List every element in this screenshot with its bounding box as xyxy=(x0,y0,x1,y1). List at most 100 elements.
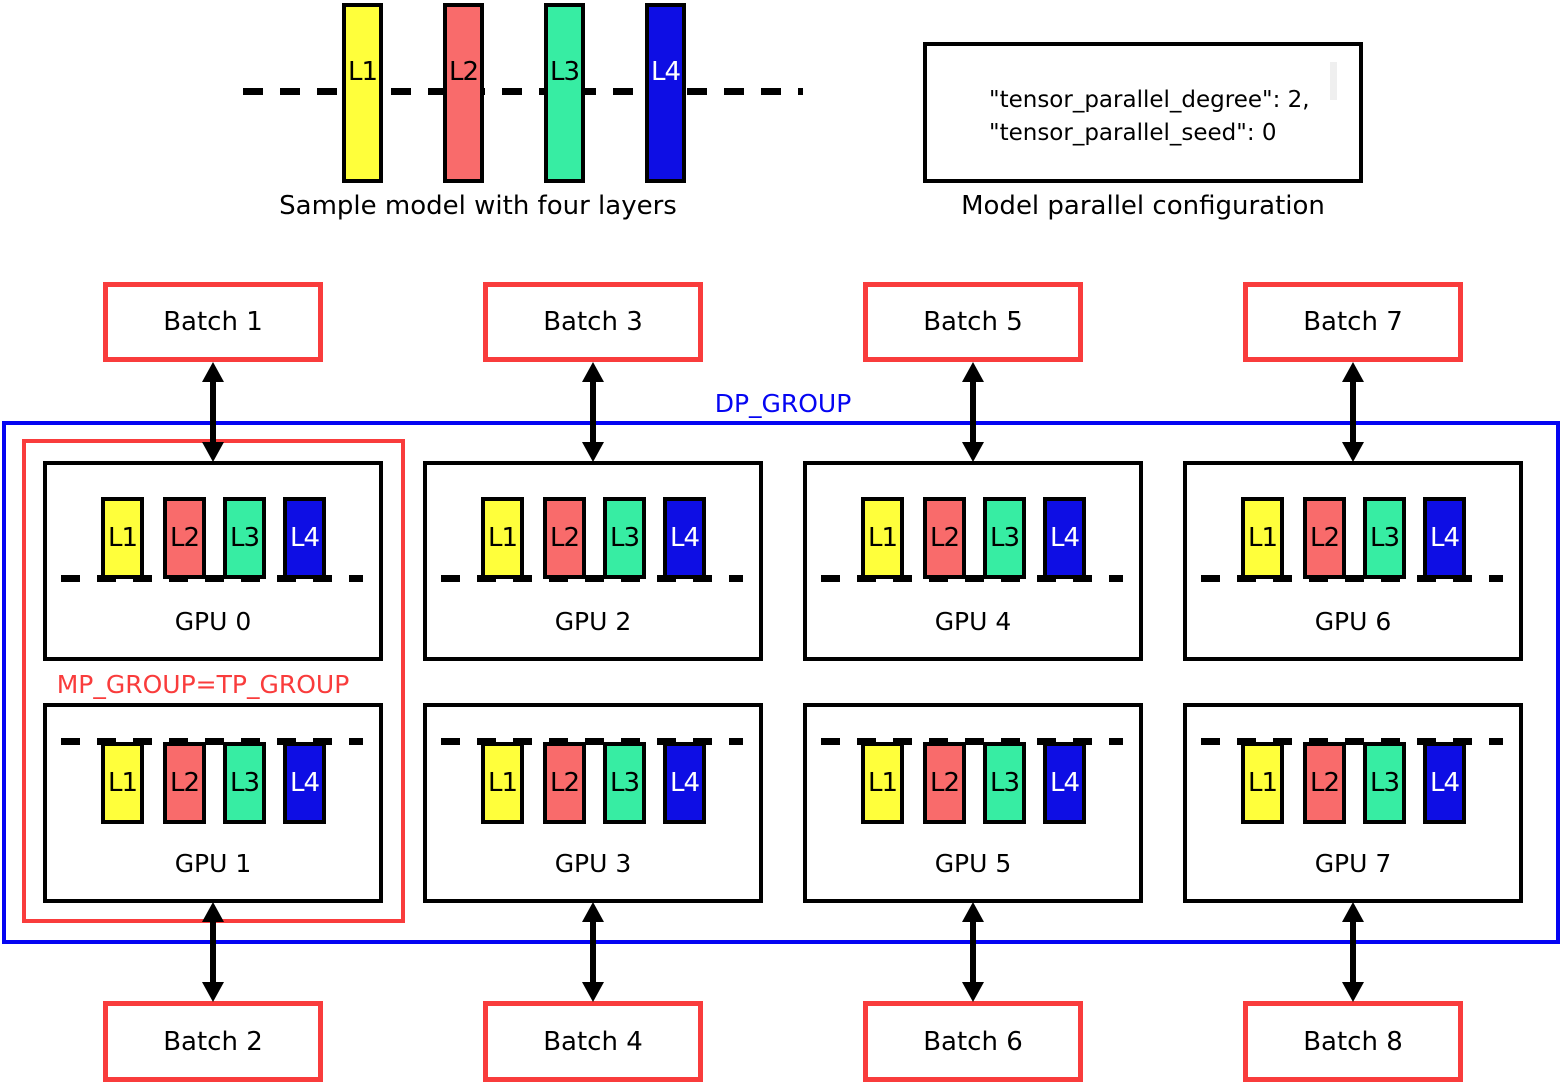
layer-label: L3 xyxy=(1369,523,1400,553)
batch-box: Batch 2 xyxy=(103,1001,323,1082)
sample-model-caption: Sample model with four layers xyxy=(279,191,677,221)
model-split-dashed-line xyxy=(61,575,363,582)
layer-label: L4 xyxy=(650,57,681,87)
layer-label: L4 xyxy=(1049,523,1080,553)
sample-layer-bar: L4 xyxy=(645,3,686,183)
layer-bar: L2 xyxy=(1303,742,1346,824)
arrowhead-down-icon xyxy=(582,442,604,462)
layer-bar: L2 xyxy=(163,497,206,579)
data-transfer-arrow xyxy=(962,902,984,1002)
layer-bar: L4 xyxy=(1423,742,1466,824)
layer-label: L3 xyxy=(989,523,1020,553)
model-split-dashed-line xyxy=(441,738,743,745)
arrow-shaft xyxy=(970,914,976,990)
arrowhead-down-icon xyxy=(962,982,984,1002)
layer-label: L1 xyxy=(107,768,138,798)
layer-label: L2 xyxy=(929,523,960,553)
arrow-shaft xyxy=(1350,374,1356,450)
layer-label: L2 xyxy=(929,768,960,798)
arrowhead-up-icon xyxy=(962,362,984,382)
model-split-dashed-line xyxy=(441,575,743,582)
layer-bar: L2 xyxy=(543,497,586,579)
data-transfer-arrow xyxy=(202,362,224,462)
data-transfer-arrow xyxy=(582,902,604,1002)
batch-label: Batch 8 xyxy=(1303,1026,1403,1057)
config-text: "tensor_parallel_degree": 2, "tensor_para… xyxy=(989,84,1310,150)
gpu-label: GPU 0 xyxy=(174,607,252,636)
batch-label: Batch 3 xyxy=(543,307,643,337)
batch-label: Batch 7 xyxy=(1303,307,1403,337)
layer-bar: L3 xyxy=(603,742,646,824)
batch-box: Batch 6 xyxy=(863,1001,1083,1082)
gpu-box: L1 L2 L3 L4 GPU 5 xyxy=(803,703,1143,903)
layer-label: L3 xyxy=(1369,768,1400,798)
cursor-artifact xyxy=(1330,62,1337,100)
layer-label: L2 xyxy=(169,768,200,798)
layer-label: L3 xyxy=(549,57,580,87)
gpu-box: L1 L2 L3 L4 GPU 2 xyxy=(423,461,763,661)
layer-label: L3 xyxy=(609,523,640,553)
config-box: "tensor_parallel_degree": 2, "tensor_para… xyxy=(923,42,1363,183)
gpu-label: GPU 4 xyxy=(934,607,1012,636)
layer-bar: L3 xyxy=(983,742,1026,824)
batch-label: Batch 6 xyxy=(923,1026,1023,1057)
layer-label: L1 xyxy=(867,768,898,798)
gpu-label: GPU 3 xyxy=(554,849,632,878)
batch-box: Batch 5 xyxy=(863,282,1083,362)
model-split-dashed-line xyxy=(821,575,1123,582)
layer-bar: L2 xyxy=(923,742,966,824)
layer-bar: L3 xyxy=(983,497,1026,579)
config-caption: Model parallel configuration xyxy=(961,191,1325,221)
arrowhead-down-icon xyxy=(1342,442,1364,462)
layer-label: L2 xyxy=(1309,768,1340,798)
config-line-1: "tensor_parallel_degree": 2, xyxy=(989,87,1310,113)
dp-group-label: DP_GROUP xyxy=(714,389,852,418)
layer-bar: L4 xyxy=(1043,742,1086,824)
gpu-box: L1 L2 L3 L4 GPU 1 xyxy=(43,703,383,903)
data-transfer-arrow xyxy=(1342,902,1364,1002)
layer-bar: L4 xyxy=(663,497,706,579)
layer-bar: L3 xyxy=(223,497,266,579)
layer-bar: L3 xyxy=(1363,497,1406,579)
layer-bar: L4 xyxy=(283,497,326,579)
batch-label: Batch 4 xyxy=(543,1026,643,1057)
layer-label: L4 xyxy=(669,768,700,798)
layer-label: L2 xyxy=(1309,523,1340,553)
gpu-label: GPU 5 xyxy=(934,849,1012,878)
layer-bar: L3 xyxy=(223,742,266,824)
model-split-dashed-line xyxy=(821,738,1123,745)
data-transfer-arrow xyxy=(582,362,604,462)
model-split-dashed-line xyxy=(243,88,803,95)
arrowhead-up-icon xyxy=(1342,362,1364,382)
layer-label: L2 xyxy=(549,523,580,553)
batch-box: Batch 8 xyxy=(1243,1001,1463,1082)
arrowhead-down-icon xyxy=(202,442,224,462)
layer-bar: L1 xyxy=(1241,497,1284,579)
arrowhead-up-icon xyxy=(202,902,224,922)
layer-bar: L2 xyxy=(543,742,586,824)
layer-bar: L2 xyxy=(163,742,206,824)
layer-label: L3 xyxy=(229,768,260,798)
gpu-box: L1 L2 L3 L4 GPU 7 xyxy=(1183,703,1523,903)
arrow-shaft xyxy=(590,374,596,450)
layer-bar: L1 xyxy=(1241,742,1284,824)
layer-bar: L1 xyxy=(481,742,524,824)
gpu-box: L1 L2 L3 L4 GPU 6 xyxy=(1183,461,1523,661)
arrowhead-down-icon xyxy=(962,442,984,462)
arrowhead-up-icon xyxy=(582,902,604,922)
gpu-label: GPU 2 xyxy=(554,607,632,636)
config-line-2: "tensor_parallel_seed": 0 xyxy=(989,120,1277,146)
gpu-box: L1 L2 L3 L4 GPU 4 xyxy=(803,461,1143,661)
arrow-shaft xyxy=(970,374,976,450)
arrowhead-down-icon xyxy=(1342,982,1364,1002)
data-transfer-arrow xyxy=(1342,362,1364,462)
arrow-shaft xyxy=(590,914,596,990)
gpu-box: L1 L2 L3 L4 GPU 3 xyxy=(423,703,763,903)
layer-label: L2 xyxy=(169,523,200,553)
layer-label: L2 xyxy=(549,768,580,798)
layer-label: L1 xyxy=(107,523,138,553)
batch-label: Batch 2 xyxy=(163,1026,263,1057)
sample-layer-bar: L1 xyxy=(342,3,383,183)
layer-bar: L2 xyxy=(923,497,966,579)
